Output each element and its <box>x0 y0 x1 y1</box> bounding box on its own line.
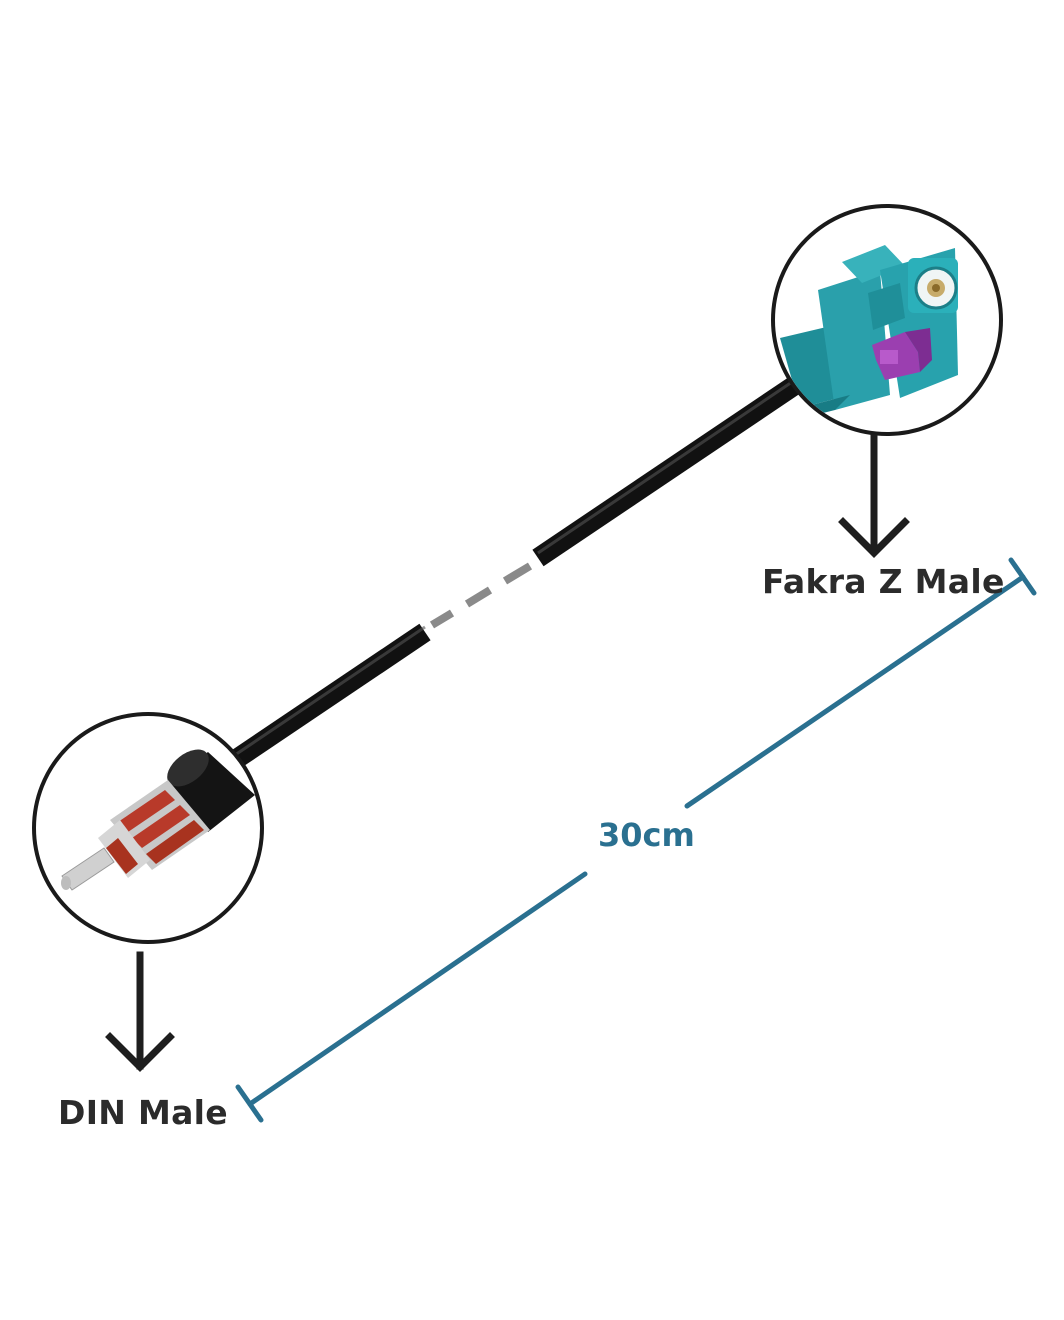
fakra-connector-icon <box>771 204 1003 436</box>
cable-lower-segment <box>226 623 431 771</box>
din-connector-label: DIN Male <box>58 1093 228 1132</box>
din-connector-icon <box>32 712 264 944</box>
fakra-connector-label: Fakra Z Male <box>762 562 1005 601</box>
dimension-line <box>235 557 1037 1123</box>
cable-break-dashes <box>429 562 533 629</box>
arrow-down-icon <box>105 951 175 1072</box>
cable-length-label: 30cm <box>598 816 695 854</box>
arrow-down-icon <box>838 434 910 558</box>
cable-upper-segment <box>532 376 801 567</box>
